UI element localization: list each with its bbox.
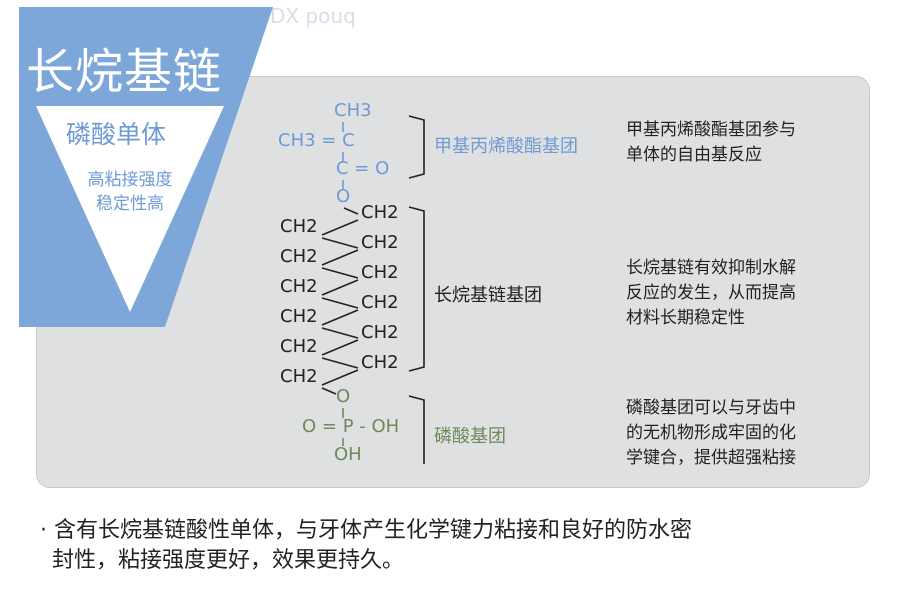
phosphate-oh-1: OH <box>371 416 400 437</box>
ch2-right: CH2 <box>361 202 399 223</box>
phosphate-oh-2: OH <box>334 444 362 465</box>
banner-features: 高粘接强度 稳定性高 <box>75 168 185 216</box>
carbon-1: C <box>342 130 355 151</box>
feature: 高粘接强度 <box>87 170 173 190</box>
ch2-right: CH2 <box>361 232 399 253</box>
ch2-right: CH2 <box>361 292 399 313</box>
ester-oxygen: O <box>336 186 351 207</box>
phosphate-o-double: O <box>302 416 317 437</box>
desc-line: 学键合，提供超强粘接 <box>626 448 796 468</box>
ch2-left: CH2 <box>280 306 318 327</box>
ch3-left: CH3 <box>278 130 316 151</box>
footer-line: 封性，粘接强度更好，效果更持久。 <box>52 548 405 573</box>
desc-line: 长烷基链有效抑制水解 <box>626 258 796 278</box>
desc-line: 反应的发生，从而提高 <box>626 283 796 303</box>
desc-line: 磷酸基团可以与牙齿中 <box>626 398 796 418</box>
carbonyl: C = O <box>336 158 390 179</box>
desc-line: 的无机物形成牢固的化 <box>626 423 796 443</box>
feature: 稳定性高 <box>96 194 164 214</box>
desc-line: 甲基丙烯酸酯基团参与 <box>626 120 796 140</box>
ch2-left: CH2 <box>280 336 318 357</box>
banner-subtitle: 磷酸单体 <box>66 120 167 149</box>
desc-phosphate: 磷酸基团可以与牙齿中 的无机物形成牢固的化 学键合，提供超强粘接 <box>626 396 796 471</box>
desc-line: 材料长期稳定性 <box>626 308 745 328</box>
methacrylate-row: CH3 = C <box>278 130 355 151</box>
ch3-top: CH3 <box>334 100 372 121</box>
group-label-alkyl: 长烷基链基团 <box>434 285 542 306</box>
ch2-left: CH2 <box>280 366 318 387</box>
phosphorus: P <box>342 416 354 437</box>
ch2-left: CH2 <box>280 216 318 237</box>
phosphate-row: O = P - OH <box>302 416 400 437</box>
footer-line: · 含有长烷基链酸性单体，与牙体产生化学键力粘接和良好的防水密 <box>40 518 692 543</box>
watermark: DX pouq <box>270 4 356 28</box>
ch2-right: CH2 <box>361 322 399 343</box>
ch2-right: CH2 <box>361 352 399 373</box>
ch2-left: CH2 <box>280 246 318 267</box>
carbon-2: C <box>336 158 349 179</box>
desc-alkyl: 长烷基链有效抑制水解 反应的发生，从而提高 材料长期稳定性 <box>626 256 796 331</box>
group-label-methacrylate: 甲基丙烯酸酯基团 <box>434 136 578 157</box>
banner-title: 长烷基链 <box>26 44 223 100</box>
group-label-phosphate: 磷酸基团 <box>434 426 506 447</box>
desc-line: 单体的自由基反应 <box>626 145 762 165</box>
phosphate-o-link: O <box>336 386 351 407</box>
desc-methacrylate: 甲基丙烯酸酯基团参与 单体的自由基反应 <box>626 118 796 168</box>
ch2-right: CH2 <box>361 262 399 283</box>
carbonyl-oxygen: O <box>375 158 390 179</box>
ch2-left: CH2 <box>280 276 318 297</box>
